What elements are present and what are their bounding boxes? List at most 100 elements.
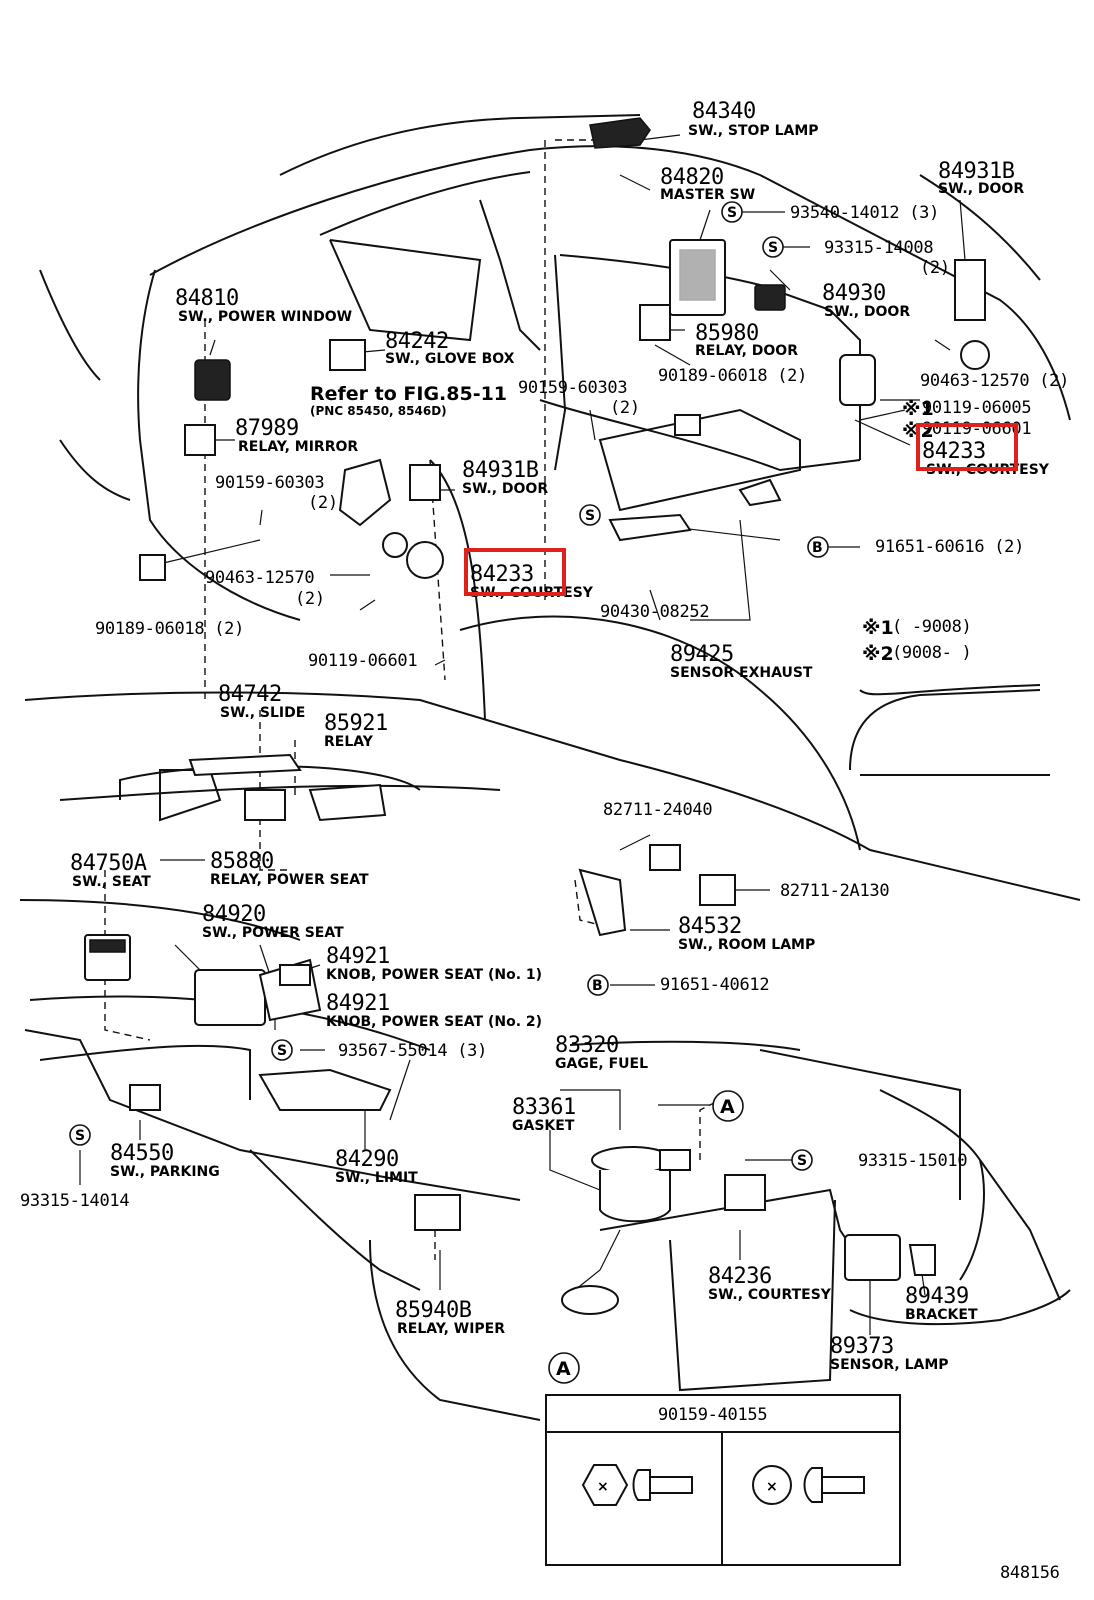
ref-82711-2a130: 82711-2A130 (780, 881, 889, 901)
ref-82711-24040: 82711-24040 (603, 800, 712, 820)
ref-90119-06601-left: 90119-06601 (308, 651, 417, 671)
mark-star1-right: ※1 (902, 398, 934, 420)
part-number-89373: 89373 (830, 1334, 894, 1359)
part-number-83361: 83361 (512, 1095, 576, 1120)
bolt-round-head: × (752, 1465, 865, 1505)
part-name-door-switch-mid: SW., DOOR (462, 481, 548, 497)
part-number-84532: 84532 (678, 914, 742, 939)
part-number-85880: 85880 (210, 849, 274, 874)
ref-91651-40612: 91651-40612 (660, 975, 769, 995)
part-name-limit-switch: SW., LIMIT (335, 1170, 418, 1186)
part-number-89439: 89439 (905, 1284, 969, 1309)
part-number-83320: 83320 (555, 1033, 619, 1058)
ref-93315-15010: 93315-15010 (858, 1151, 967, 1171)
refer-fig-pnc: (PNC 85450, 8546D) (310, 404, 447, 418)
ref-90159-60303-left-qty: (2) (308, 493, 338, 513)
marker-a-top: A (720, 1096, 735, 1118)
detail-box-title: 90159-40155 (658, 1405, 767, 1425)
part-name-knob-no1: KNOB, POWER SEAT (No. 1) (326, 967, 542, 983)
part-name-door-relay: RELAY, DOOR (695, 343, 798, 359)
part-number-85980: 85980 (695, 321, 759, 346)
highlights (464, 423, 1018, 596)
part-name-bracket: BRACKET (905, 1307, 978, 1323)
part-name-glove-box: SW., GLOVE BOX (385, 351, 515, 367)
part-name-master-sw: MASTER SW (660, 187, 755, 203)
bolt-hex-head: × (581, 1464, 693, 1506)
part-name-gasket: GASKET (512, 1118, 575, 1134)
part-name-room-lamp: SW., ROOM LAMP (678, 937, 815, 953)
part-name-seat-switch: SW., SEAT (72, 874, 151, 890)
ref-93567-55014: 93567-55014 (3) (338, 1041, 487, 1061)
part-name-power-window: SW., POWER WINDOW (178, 309, 352, 325)
marker-s: S (768, 240, 778, 256)
part-number-84742: 84742 (218, 682, 282, 707)
part-number-89425: 89425 (670, 642, 734, 667)
ref-91651-60616: 91651-60616 (2) (875, 537, 1024, 557)
part-name-wiper-relay: RELAY, WIPER (397, 1321, 505, 1337)
part-number-84550: 84550 (110, 1141, 174, 1166)
ref-90159-60303-center: 90159-60303 (518, 378, 627, 398)
labels: 84340 SW., STOP LAMP 84820 MASTER SW 849… (20, 99, 1069, 1373)
legend-star1-mark: ※1 (862, 617, 894, 639)
ref-90189-06018-left: 90189-06018 (2) (95, 619, 244, 639)
ref-90159-60303-left: 90159-60303 (215, 473, 324, 493)
part-name-fuel-gage: GAGE, FUEL (555, 1056, 648, 1072)
highlight-box-84233-mid (464, 548, 566, 596)
ref-90189-06018-right: 90189-06018 (2) (658, 366, 807, 386)
part-name-slide-switch: SW., SLIDE (220, 705, 305, 721)
part-name-courtesy-84236: SW., COURTESY (708, 1287, 832, 1303)
part-number-84921-no1: 84921 (326, 944, 390, 969)
part-name-stop-lamp: SW., STOP LAMP (688, 123, 819, 139)
vehicle-outline (19, 114, 1081, 1421)
part-name-knob-no2: KNOB, POWER SEAT (No. 2) (326, 1014, 542, 1030)
part-number-84236: 84236 (708, 1264, 772, 1289)
marker-s: S (277, 1043, 287, 1059)
marker-s: S (727, 205, 737, 221)
marker-a-bottom: A (556, 1358, 571, 1380)
ref-93315-14014: 93315-14014 (20, 1191, 129, 1211)
marker-s: S (797, 1153, 807, 1169)
legend-star1-range: ( -9008) (892, 617, 971, 637)
circle-markers: S S S B B S S S A A (69, 201, 829, 1384)
part-number-84750a: 84750A (70, 851, 147, 876)
ref-90463-12570-left-qty: (2) (295, 589, 325, 609)
ref-90463-12570-left: 90463-12570 (205, 568, 314, 588)
part-name-parking-switch: SW., PARKING (110, 1164, 220, 1180)
part-number-84290: 84290 (335, 1147, 399, 1172)
figure-id: 848156 (1000, 1563, 1060, 1583)
part-name-power-seat-switch: SW., POWER SEAT (202, 925, 344, 941)
part-name-lamp-sensor: SENSOR, LAMP (830, 1357, 949, 1373)
part-number-84242: 84242 (385, 329, 449, 354)
svg-text:×: × (766, 1479, 778, 1495)
legend-star2-range: (9008- ) (892, 643, 971, 663)
part-name-door-switch-top: SW., DOOR (938, 181, 1024, 197)
detail-box: 90159-40155 × × (545, 1394, 901, 1566)
marker-s: S (585, 508, 595, 524)
ref-90463-12570-right: 90463-12570 (2) (920, 371, 1069, 391)
part-number-84233-right: 84233 (922, 439, 986, 464)
highlight-box-84233-right (916, 423, 1018, 471)
legend-star2-mark: ※2 (862, 643, 894, 665)
part-number-87989: 87989 (235, 416, 299, 441)
part-number-84931b-top: 84931B (938, 159, 1015, 184)
marker-b: B (812, 540, 823, 556)
part-number-84820: 84820 (660, 165, 724, 190)
ref-93540: 93540-14012 (3) (790, 203, 939, 223)
part-number-84930: 84930 (822, 281, 886, 306)
part-number-85921: 85921 (324, 711, 388, 736)
marker-s: S (75, 1128, 85, 1144)
part-number-84233-mid: 84233 (470, 562, 534, 587)
part-name-exhaust-sensor: SENSOR EXHAUST (670, 665, 813, 681)
ref-90119-06005: 90119-06005 (922, 398, 1031, 418)
part-number-84931b-mid: 84931B (462, 458, 539, 483)
ref-93315-14008-qty: (2) (920, 258, 950, 278)
part-name-mirror-relay: RELAY, MIRROR (238, 439, 358, 455)
ref-93315-14008: 93315-14008 (824, 238, 933, 258)
part-number-84340: 84340 (692, 99, 756, 124)
part-name-power-seat-relay: RELAY, POWER SEAT (210, 872, 369, 888)
part-number-84810: 84810 (175, 286, 239, 311)
ref-90430-08252: 90430-08252 (600, 602, 709, 622)
part-name-door-switch-84930: SW., DOOR (824, 304, 910, 320)
svg-text:×: × (597, 1479, 609, 1495)
